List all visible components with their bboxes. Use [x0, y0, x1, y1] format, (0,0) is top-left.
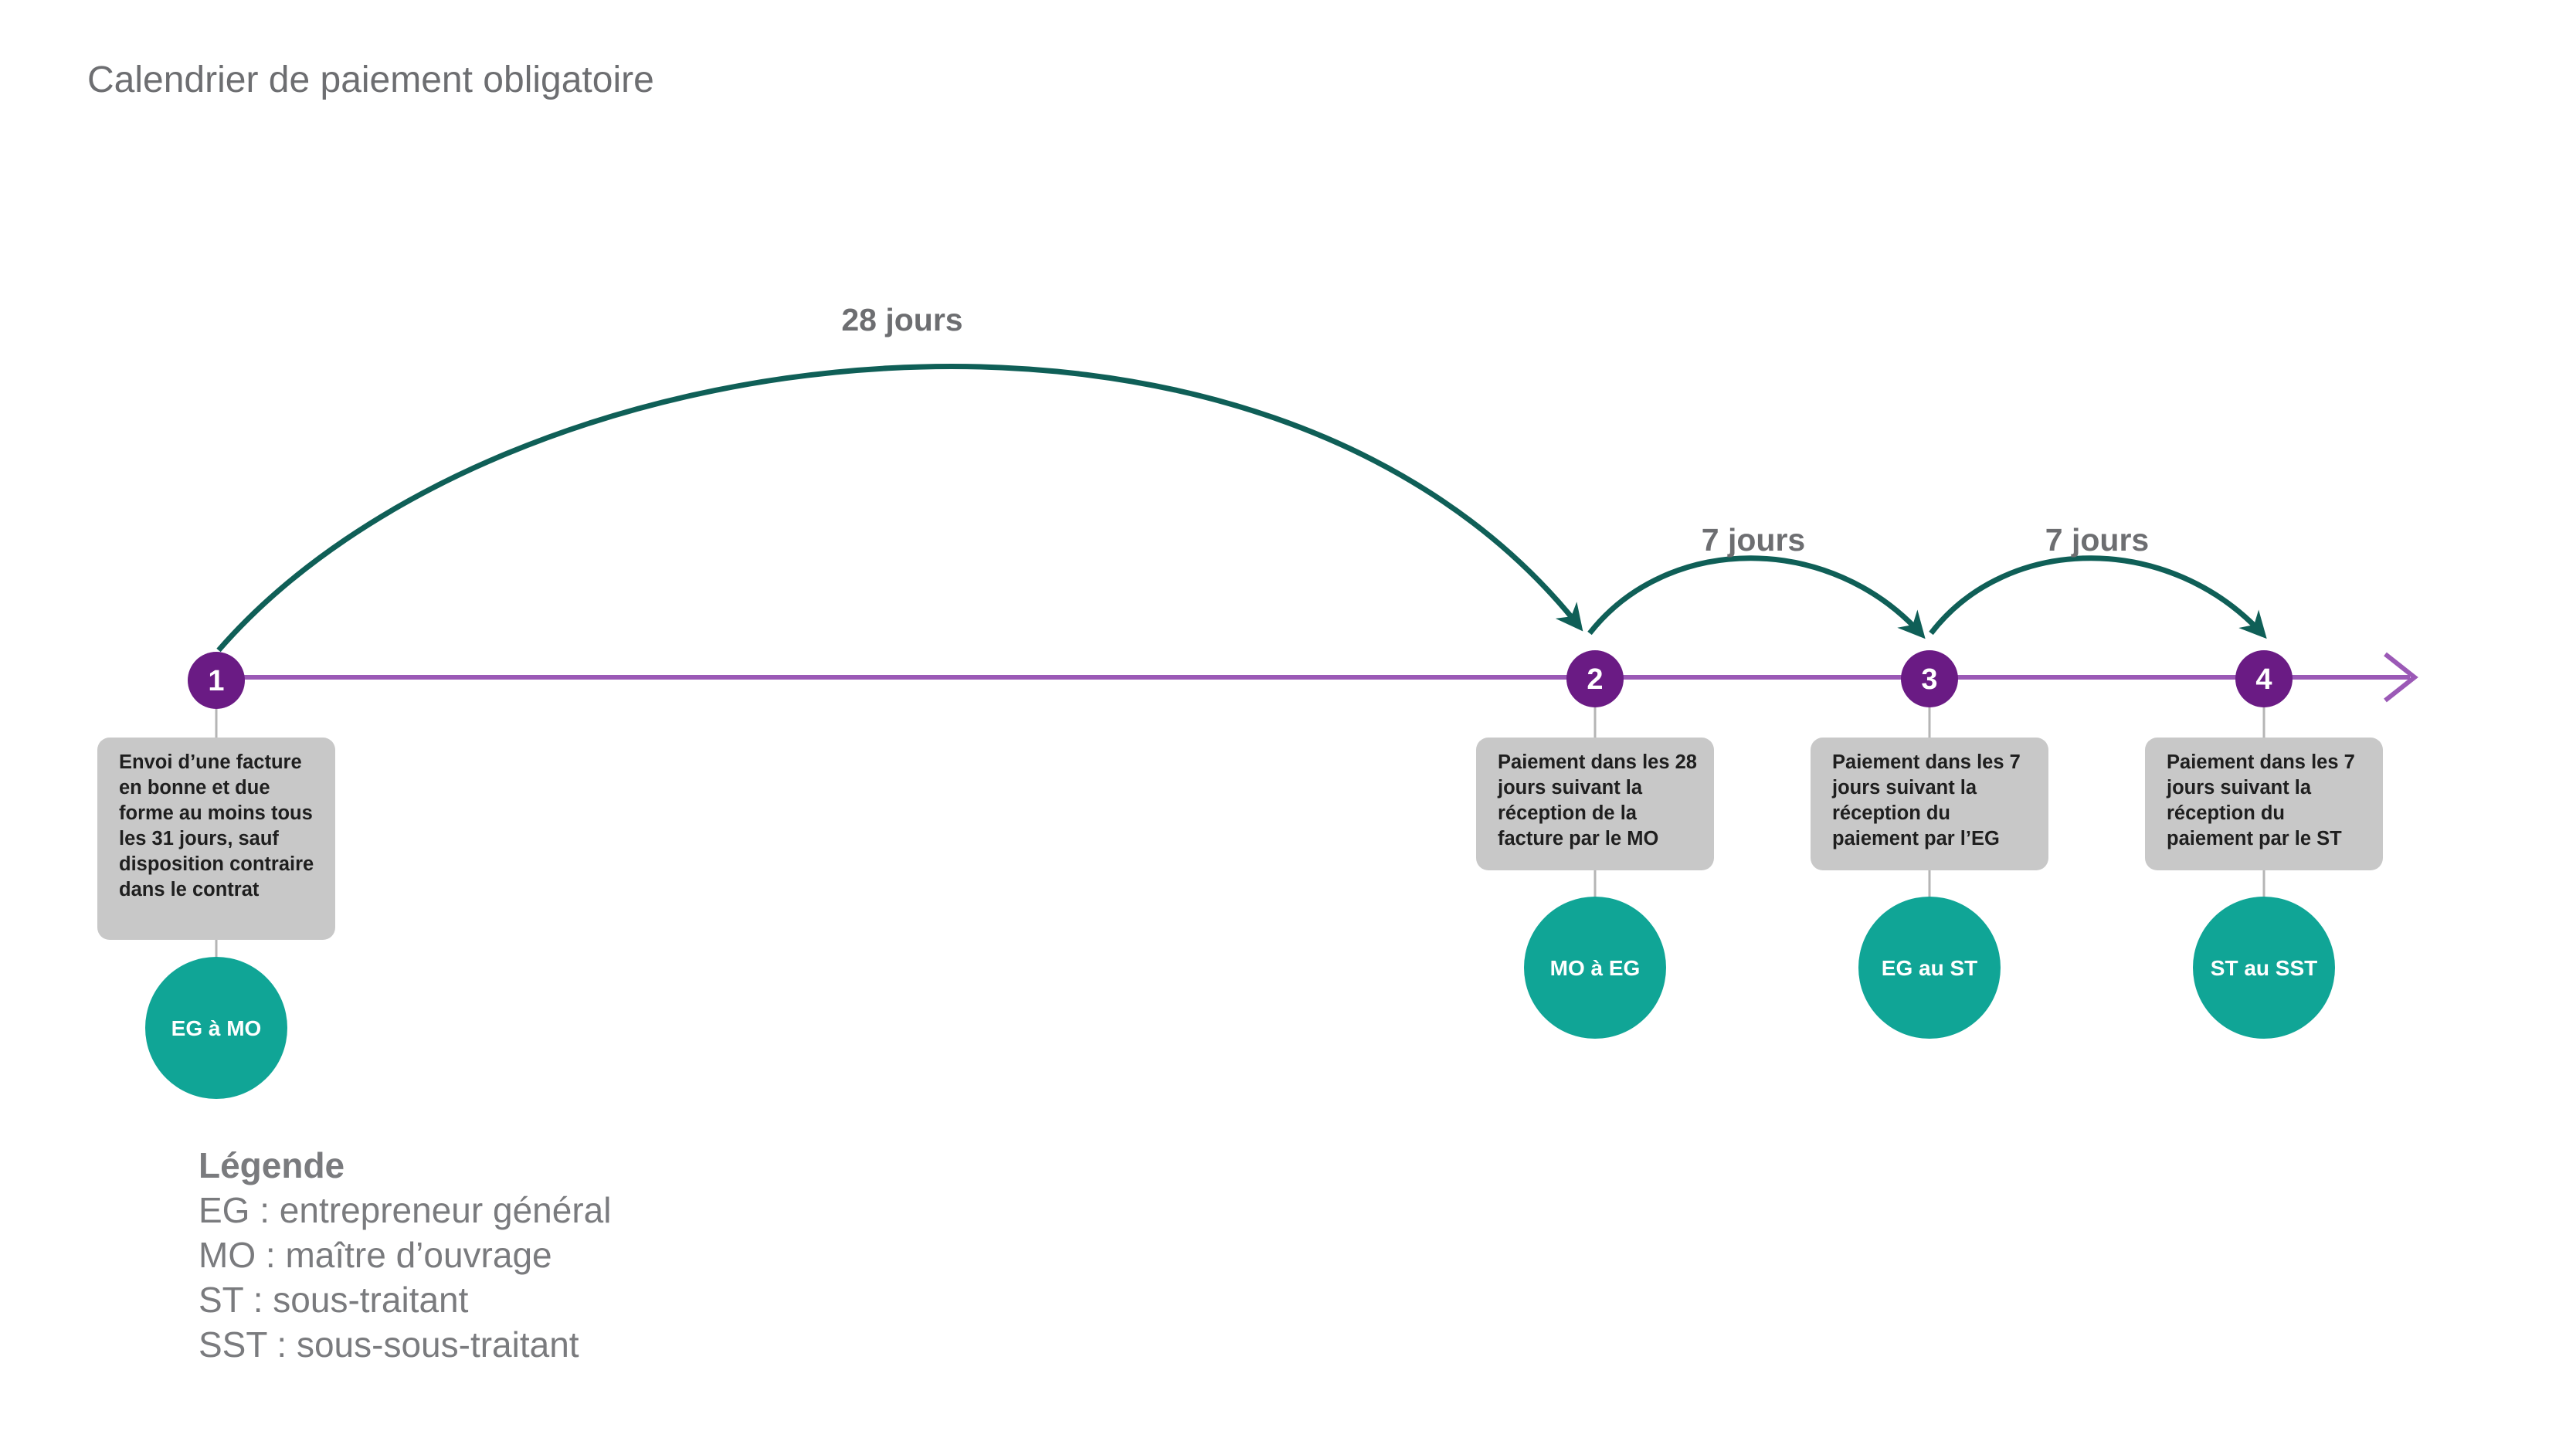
legend: Légende EG : entrepreneur général MO : m…: [199, 1143, 611, 1367]
interval-arc-7-days-b: [1929, 555, 2267, 639]
step-marker-3: 3: [1901, 650, 1958, 707]
step-description-2: Paiement dans les 28 jours suivant la ré…: [1476, 738, 1714, 870]
party-circle-2: MO à EG: [1524, 897, 1666, 1039]
step-marker-2: 2: [1566, 650, 1624, 707]
party-label-4: ST au SST: [2211, 956, 2317, 980]
step-marker-1: 1: [188, 652, 245, 709]
legend-title: Légende: [199, 1145, 345, 1185]
party-circle-4: ST au SST: [2193, 897, 2335, 1039]
party-circle-3: EG au ST: [1858, 897, 2001, 1039]
interval-label-7-days-a: 7 jours: [1702, 522, 1805, 558]
step-marker-4: 4: [2235, 650, 2293, 707]
party-label-2: MO à EG: [1550, 956, 1641, 980]
step-number-3: 3: [1921, 663, 1937, 696]
legend-item-mo: MO : maître d’ouvrage: [199, 1235, 552, 1275]
interval-label-7-days-b: 7 jours: [2045, 522, 2149, 558]
timeline-arrowhead: [2384, 652, 2418, 703]
legend-item-eg: EG : entrepreneur général: [199, 1190, 612, 1230]
party-circle-1: EG à MO: [145, 957, 287, 1099]
step-number-1: 1: [208, 665, 224, 697]
step-number-4: 4: [2255, 663, 2272, 696]
step-description-4: Paiement dans les 7 jours suivant la réc…: [2145, 738, 2383, 870]
legend-item-st: ST : sous-traitant: [199, 1280, 469, 1320]
interval-label-28-days: 28 jours: [841, 302, 962, 337]
interval-arc-7-days-a: [1587, 555, 1926, 639]
legend-item-sst: SST : sous-sous-traitant: [199, 1324, 579, 1365]
step-description-1: Envoi d’une facture en bonne et due form…: [97, 738, 335, 940]
step-description-3: Paiement dans les 7 jours suivant la réc…: [1811, 738, 2048, 870]
step-number-2: 2: [1587, 663, 1603, 696]
page-title: Calendrier de paiement obligatoire: [87, 59, 654, 100]
party-label-3: EG au ST: [1882, 956, 1977, 980]
party-label-1: EG à MO: [171, 1016, 262, 1040]
interval-arc-28-days: [216, 364, 1583, 653]
